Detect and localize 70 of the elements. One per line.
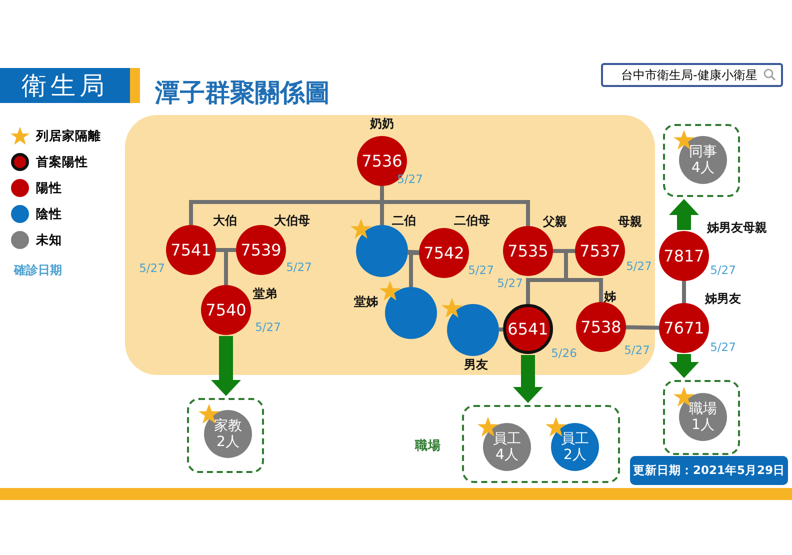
case-number: 7537 [580, 242, 620, 260]
legend-label: 列居家隔離 [36, 128, 101, 145]
relation-label: 姊男友 [705, 290, 741, 308]
date-key-label: 確診日期 [14, 262, 62, 279]
relation-line [553, 249, 566, 253]
case-number: 7538 [580, 318, 622, 336]
block-arrow [669, 199, 699, 230]
relation-line [216, 248, 226, 252]
case-number: 7536 [362, 152, 402, 170]
date-label: 5/27 [255, 320, 281, 334]
cluster-panel [125, 115, 655, 375]
date-label: 5/27 [624, 343, 650, 357]
relation-line [226, 248, 236, 252]
relation-line [526, 278, 566, 304]
case-number: 7535 [508, 242, 548, 260]
date-label: 5/27 [397, 172, 423, 186]
relation-label: 大伯母 [274, 212, 310, 230]
relation-line [566, 249, 575, 253]
case-number: 7542 [424, 244, 464, 262]
date-label: 5/27 [468, 263, 494, 277]
legend-label: 首案陽性 [36, 154, 88, 171]
relation-label: 二伯 [392, 212, 416, 230]
contact-group-box [187, 398, 264, 473]
relation-label: 堂弟 [253, 286, 277, 302]
block-arrow [669, 354, 699, 378]
relation-label: 姊男友母親 [707, 220, 767, 236]
case-number: 7540 [206, 300, 246, 320]
contact-count: 同事4人 [688, 144, 718, 176]
relation-line [682, 281, 686, 303]
contact-count: 員工2人 [560, 430, 590, 464]
case-number: 6541 [508, 320, 548, 338]
relation-line [224, 250, 228, 285]
case-number: 7539 [240, 240, 282, 260]
relation-label: 父親 [543, 214, 567, 230]
block-arrow [211, 336, 241, 396]
title: 潭子群聚關係圖 [155, 77, 330, 109]
date-label: 5/27 [626, 259, 652, 273]
relation-label: 二伯母 [454, 212, 490, 230]
contact-group-box [663, 124, 740, 197]
date-label: 5/27 [710, 263, 736, 277]
date-label: 5/27 [710, 340, 736, 354]
date-label: 5/27 [286, 260, 312, 274]
relation-label: 奶奶 [370, 116, 394, 132]
relation-line [626, 325, 660, 330]
legend-label: 未知 [36, 232, 62, 249]
legend-label: 陽性 [36, 180, 62, 197]
update-date-box: 更新日期：2021年5月29日 [630, 456, 788, 485]
contact-count: 家教2人 [213, 418, 243, 450]
contact-group-box [663, 380, 740, 455]
date-label: 5/26 [551, 346, 577, 360]
case-number: 7817 [664, 246, 704, 266]
relation-line [564, 251, 568, 280]
relation-label: 大伯 [213, 212, 237, 230]
relation-label: 男友 [464, 356, 488, 374]
header-badge: 衛生局 [0, 68, 130, 103]
relation-line [566, 278, 603, 302]
block-arrow [513, 355, 543, 403]
contact-count: 員工4人 [492, 430, 522, 464]
relation-line [498, 327, 504, 332]
case-number: 7671 [664, 318, 704, 338]
legend-label: 陰性 [36, 206, 62, 223]
contact-count: 職場1人 [688, 400, 718, 434]
date-label: 5/27 [497, 276, 523, 290]
page-name: 台中市衛生局-健康小衛星 [621, 67, 758, 84]
case-number: 7541 [170, 240, 212, 260]
group-label: 職場 [415, 438, 441, 454]
relation-label: 堂姊 [354, 294, 378, 310]
relation-label: 母親 [618, 214, 642, 230]
date-label: 5/27 [139, 261, 165, 275]
relation-label: 姊 [604, 288, 616, 306]
